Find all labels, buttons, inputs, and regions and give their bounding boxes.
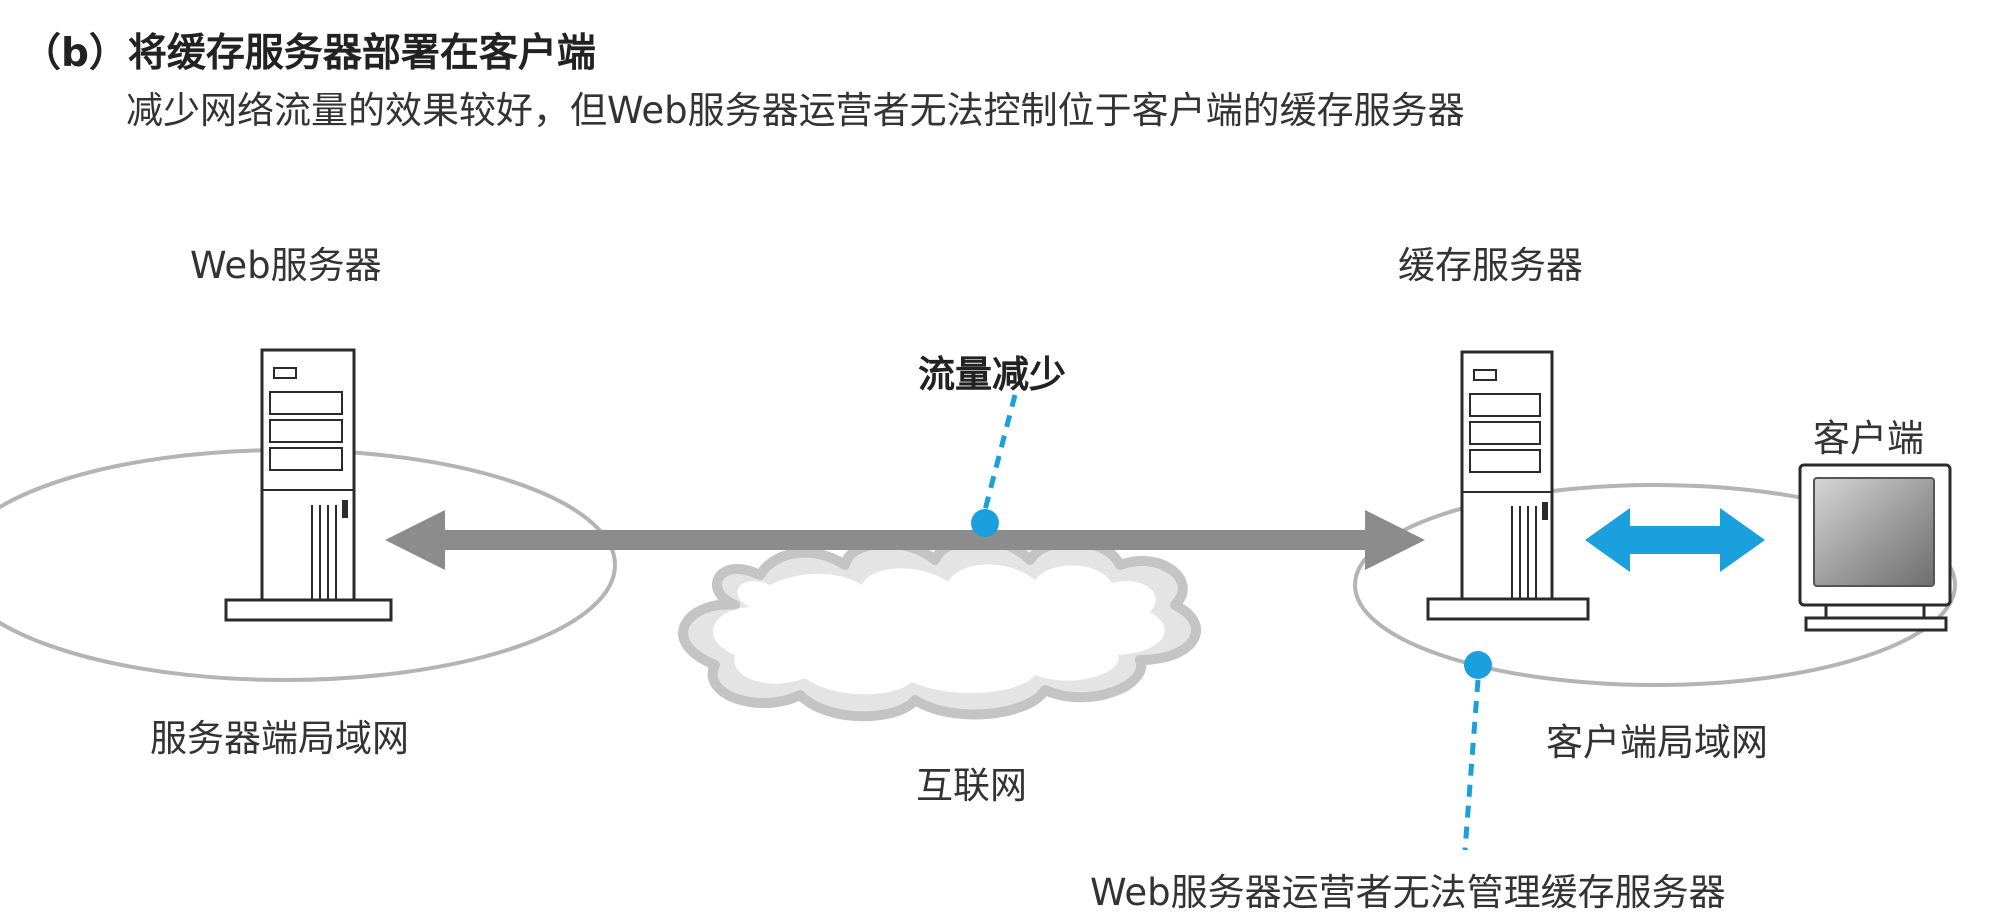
web-server-label: Web服务器: [190, 244, 382, 287]
traffic-arrow: [385, 510, 1425, 570]
internet-label: 互联网: [916, 764, 1027, 807]
cannot-manage-label: Web服务器运营者无法管理缓存服务器: [1090, 871, 1726, 914]
server-lan-label: 服务器端局域网: [150, 717, 409, 760]
client-label: 客户端: [1813, 417, 1924, 460]
internet-cloud-icon: [678, 534, 1201, 722]
cache-server-label: 缓存服务器: [1398, 244, 1583, 287]
client-lan-ellipse: [1353, 483, 1957, 687]
web-server-tower-icon: [224, 348, 393, 622]
cache-server-tower-icon: [1426, 350, 1590, 621]
figure-subheading: 减少网络流量的效果较好，但Web服务器运营者无法控制位于客户端的缓存服务器: [126, 89, 1465, 132]
traffic-reduced-callout: [971, 394, 1018, 537]
cannot-manage-callout: [1462, 651, 1492, 851]
figure-heading: （b）将缓存服务器部署在客户端: [22, 31, 596, 76]
traffic-reduced-label: 流量减少: [918, 353, 1066, 396]
client-monitor-icon: [1798, 463, 1952, 632]
client-lan-label: 客户端局域网: [1546, 721, 1768, 764]
client-link-arrow: [1585, 508, 1765, 572]
